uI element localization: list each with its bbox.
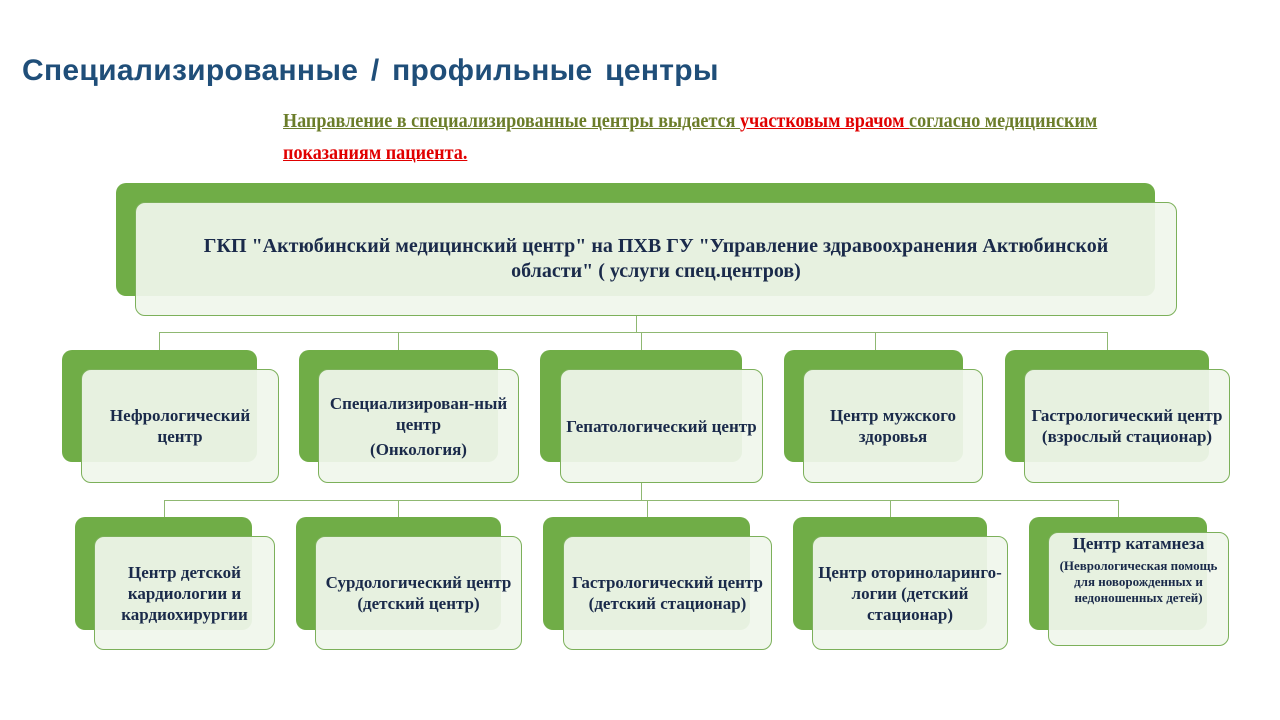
node-label: Сурдологический центр (детский центр) <box>325 573 512 613</box>
node-label-sub: (Неврологическая помощь для новорожденны… <box>1059 558 1218 605</box>
node-gastro-adult: Гастрологический центр (взрослый стацион… <box>1024 369 1230 483</box>
note-text: согласно медицинским <box>909 111 1098 132</box>
node-label: Центр мужского здоровья <box>829 406 957 446</box>
connector <box>398 500 399 517</box>
connector <box>1118 500 1119 517</box>
node-label: Гепатологический центр <box>566 416 757 436</box>
node-catamnesis: Центр катамнеза (Неврологическая помощь д… <box>1048 532 1229 646</box>
connector <box>641 483 642 500</box>
node-hepatology: Гепатологический центр <box>560 369 763 483</box>
node-gastro-child: Гастрологический центр (детский стациона… <box>563 536 772 650</box>
page-title: Специализированные / профильные центры <box>22 54 719 87</box>
connector <box>398 332 399 350</box>
referral-note: Направление в специализированные центры … <box>283 106 1157 170</box>
node-child-cardiology: Центр детской кардиологии и кардиохирург… <box>94 536 275 650</box>
note-highlight: участковым врачом <box>739 111 910 132</box>
connector <box>875 332 876 350</box>
node-label: Центр оториноларинго-логии (детский стац… <box>818 562 1002 624</box>
connector <box>1107 332 1108 350</box>
root-node: ГКП "Актюбинский медицинский центр" на П… <box>135 202 1177 316</box>
node-label-sub: (Онкология) <box>370 439 467 459</box>
node-oncology: Специализирован-ный центр (Онкология) <box>318 369 519 483</box>
connector <box>647 500 648 517</box>
connector <box>164 500 1119 501</box>
node-label: Гастрологический центр (детский стациона… <box>572 573 763 613</box>
node-label: Специализирован-ный центр <box>329 393 508 434</box>
note-highlight: показаниям пациента. <box>283 143 468 164</box>
node-label: Центр детской кардиологии и кардиохирург… <box>121 562 248 624</box>
note-text: Направление в специализированные центры … <box>283 111 740 132</box>
connector <box>159 332 1108 333</box>
root-label: ГКП "Актюбинский медицинский центр" на П… <box>203 235 1109 282</box>
node-label: Нефрологический центр <box>109 406 251 446</box>
node-label: Центр катамнеза <box>1072 534 1205 553</box>
connector <box>890 500 891 517</box>
node-label: Гастрологический центр (взрослый стацион… <box>1031 406 1223 446</box>
node-mens-health: Центр мужского здоровья <box>803 369 983 483</box>
connector <box>636 316 637 332</box>
connector <box>159 332 160 350</box>
connector <box>641 332 642 350</box>
connector <box>164 500 165 517</box>
node-surdology: Сурдологический центр (детский центр) <box>315 536 522 650</box>
node-otorhinolaryngology: Центр оториноларинго-логии (детский стац… <box>812 536 1008 650</box>
node-nephrology: Нефрологический центр <box>81 369 279 483</box>
